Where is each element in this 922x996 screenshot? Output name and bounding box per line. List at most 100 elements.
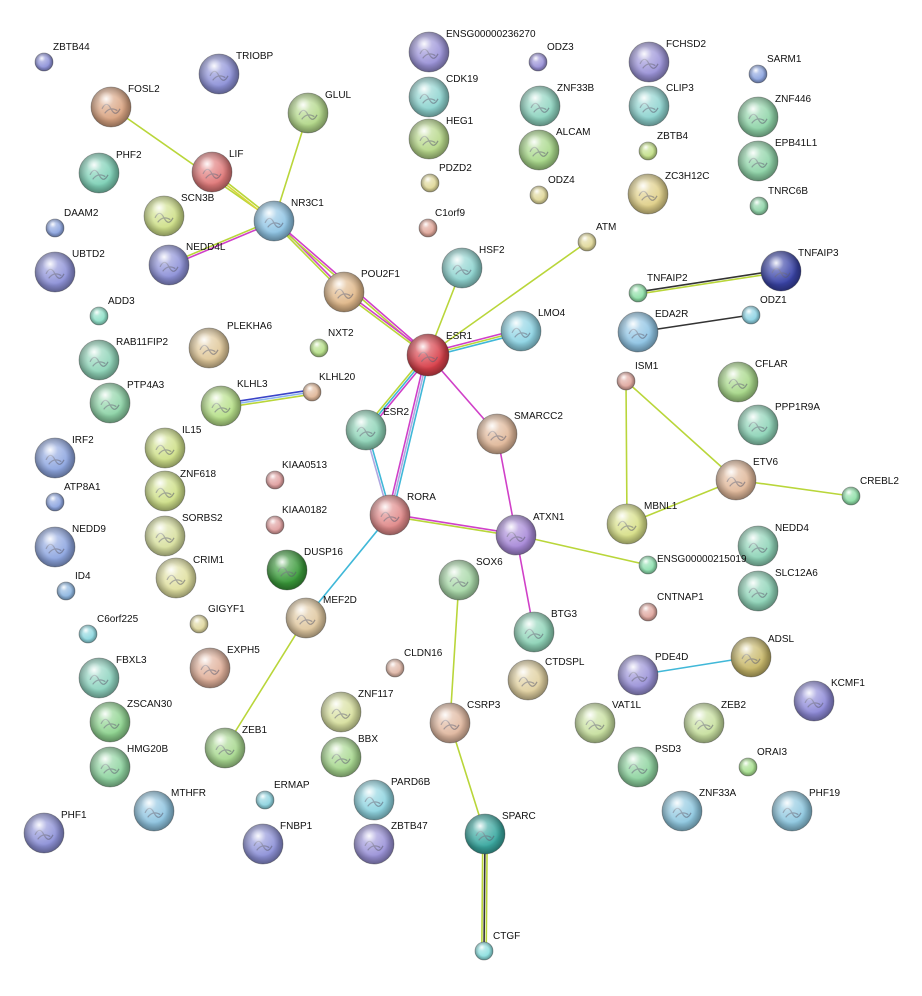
node-crebl2[interactable]: CREBL2 — [841, 476, 899, 506]
node-plekha6[interactable]: PLEKHA6 — [188, 321, 272, 369]
node-etv6[interactable]: ETV6 — [715, 457, 778, 501]
node-scn3b[interactable]: SCN3B — [143, 193, 215, 237]
node-psd3[interactable]: PSD3 — [617, 744, 682, 788]
node-atxn1[interactable]: ATXN1 — [495, 512, 565, 556]
node-sparc[interactable]: SPARC — [464, 811, 536, 855]
node-btg3[interactable]: BTG3 — [513, 609, 578, 653]
node-ubtd2[interactable]: UBTD2 — [34, 249, 105, 293]
node-esr1[interactable]: ESR1 — [406, 331, 473, 377]
node-atp8a1[interactable]: ATP8A1 — [45, 482, 101, 512]
node-cflar[interactable]: CFLAR — [717, 359, 788, 403]
node-klhl3[interactable]: KLHL3 — [200, 379, 268, 427]
node-adsl[interactable]: ADSL — [730, 634, 795, 678]
node-ensg00000236270[interactable]: ENSG00000236270 — [408, 29, 536, 73]
node-atm[interactable]: ATM — [577, 222, 616, 252]
node-c1orf9[interactable]: C1orf9 — [418, 208, 465, 238]
node-pard6b[interactable]: PARD6B — [353, 777, 431, 821]
node-tnfaip2[interactable]: TNFAIP2 — [628, 273, 688, 303]
node-pde4d[interactable]: PDE4D — [617, 652, 688, 696]
node-orai3[interactable]: ORAI3 — [738, 747, 787, 777]
node-phf2[interactable]: PHF2 — [78, 150, 142, 194]
node-kcmf1[interactable]: KCMF1 — [793, 678, 865, 722]
node-ctgf[interactable]: CTGF — [474, 931, 520, 961]
node-ppp1r9a[interactable]: PPP1R9A — [737, 402, 820, 446]
node-zeb1[interactable]: ZEB1 — [204, 725, 267, 769]
node-rora[interactable]: RORA — [369, 492, 436, 536]
node-znf33a[interactable]: ZNF33A — [661, 788, 737, 832]
node-sox6[interactable]: SOX6 — [438, 557, 503, 601]
node-ism1[interactable]: ISM1 — [616, 361, 659, 391]
node-zbtb4[interactable]: ZBTB4 — [638, 131, 689, 161]
node-c6orf225[interactable]: C6orf225 — [78, 614, 139, 644]
node-daam2[interactable]: DAAM2 — [45, 208, 99, 238]
node-heg1[interactable]: HEG1 — [408, 116, 474, 160]
node-phf1[interactable]: PHF1 — [23, 810, 87, 854]
node-id4[interactable]: ID4 — [56, 571, 91, 601]
node-fnbp1[interactable]: FNBP1 — [242, 821, 313, 865]
node-rab11fip2[interactable]: RAB11FIP2 — [78, 337, 168, 381]
node-zscan30[interactable]: ZSCAN30 — [89, 699, 172, 743]
node-kiaa0513[interactable]: KIAA0513 — [265, 460, 327, 490]
node-znf117[interactable]: ZNF117 — [320, 689, 394, 733]
node-nedd9[interactable]: NEDD9 — [34, 524, 106, 568]
node-lmo4[interactable]: LMO4 — [500, 308, 566, 352]
node-nedd4[interactable]: NEDD4 — [737, 523, 809, 567]
node-bbx[interactable]: BBX — [320, 734, 378, 778]
node-pou2f1[interactable]: POU2F1 — [323, 269, 400, 313]
node-irf2[interactable]: IRF2 — [34, 435, 94, 479]
node-cntnap1[interactable]: CNTNAP1 — [638, 592, 704, 622]
node-crim1[interactable]: CRIM1 — [155, 555, 225, 599]
node-lif[interactable]: LIF — [191, 149, 243, 193]
node-cdk19[interactable]: CDK19 — [408, 74, 479, 118]
node-mbnl1[interactable]: MBNL1 — [606, 501, 678, 545]
node-mef2d[interactable]: MEF2D — [285, 595, 357, 639]
node-tnrc6b[interactable]: TNRC6B — [749, 186, 808, 216]
node-eda2r[interactable]: EDA2R — [617, 309, 688, 353]
node-odz1[interactable]: ODZ1 — [741, 295, 787, 325]
node-odz3[interactable]: ODZ3 — [528, 42, 574, 72]
node-alcam[interactable]: ALCAM — [518, 127, 590, 171]
node-zc3h12c[interactable]: ZC3H12C — [627, 171, 709, 215]
node-slc12a6[interactable]: SLC12A6 — [737, 568, 818, 612]
node-fchsd2[interactable]: FCHSD2 — [628, 39, 706, 83]
node-add3[interactable]: ADD3 — [89, 296, 135, 326]
node-sorbs2[interactable]: SORBS2 — [144, 513, 223, 557]
node-hmg20b[interactable]: HMG20B — [89, 744, 168, 788]
node-znf33b[interactable]: ZNF33B — [519, 83, 595, 127]
node-phf19[interactable]: PHF19 — [771, 788, 841, 832]
node-glul[interactable]: GLUL — [287, 90, 352, 134]
node-nedd4l[interactable]: NEDD4L — [148, 242, 226, 286]
node-ensg00000215019[interactable]: ENSG00000215019 — [638, 554, 747, 575]
node-vat1l[interactable]: VAT1L — [574, 700, 642, 744]
node-nxt2[interactable]: NXT2 — [309, 328, 354, 358]
node-exph5[interactable]: EXPH5 — [189, 645, 260, 689]
node-zbtb44[interactable]: ZBTB44 — [34, 42, 90, 72]
node-cldn16[interactable]: CLDN16 — [385, 648, 443, 678]
node-ermap[interactable]: ERMAP — [255, 780, 310, 810]
node-triobp[interactable]: TRIOBP — [198, 51, 274, 95]
node-klhl20[interactable]: KLHL20 — [302, 372, 356, 402]
node-gigyf1[interactable]: GIGYF1 — [189, 604, 245, 634]
node-znf446[interactable]: ZNF446 — [737, 94, 812, 138]
node-zbtb47[interactable]: ZBTB47 — [353, 821, 428, 865]
node-mthfr[interactable]: MTHFR — [133, 788, 206, 832]
node-zeb2[interactable]: ZEB2 — [683, 700, 746, 744]
node-il15[interactable]: IL15 — [144, 425, 202, 469]
node-fbxl3[interactable]: FBXL3 — [78, 655, 147, 699]
node-clip3[interactable]: CLIP3 — [628, 83, 694, 127]
node-smarcc2[interactable]: SMARCC2 — [476, 411, 563, 455]
node-esr2[interactable]: ESR2 — [345, 407, 410, 451]
node-dusp16[interactable]: DUSP16 — [266, 547, 343, 591]
node-epb41l1[interactable]: EPB41L1 — [737, 138, 818, 182]
node-kiaa0182[interactable]: KIAA0182 — [265, 505, 327, 535]
node-tnfaip3[interactable]: TNFAIP3 — [760, 248, 839, 292]
node-nr3c1[interactable]: NR3C1 — [253, 198, 324, 242]
node-csrp3[interactable]: CSRP3 — [429, 700, 501, 744]
node-fosl2[interactable]: FOSL2 — [90, 84, 160, 128]
node-ctdspl[interactable]: CTDSPL — [507, 657, 585, 701]
node-znf618[interactable]: ZNF618 — [144, 469, 217, 512]
node-pdzd2[interactable]: PDZD2 — [420, 163, 472, 193]
node-odz4[interactable]: ODZ4 — [529, 175, 575, 205]
node-sarm1[interactable]: SARM1 — [748, 54, 802, 84]
node-hsf2[interactable]: HSF2 — [441, 245, 505, 289]
